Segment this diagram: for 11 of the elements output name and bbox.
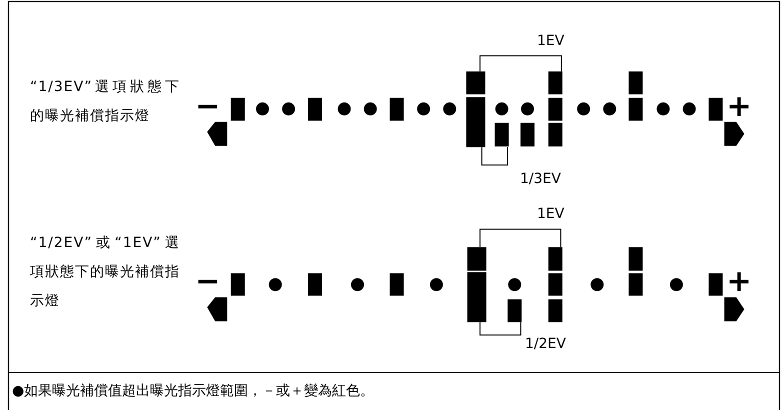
dimension-label: 1EV — [537, 32, 564, 51]
dimension-label: 1/3EV — [520, 170, 561, 189]
indicator-caption: “1/2EV”或“1EV”選項狀態下的曝光補償指示燈 — [30, 234, 180, 311]
indicator-caption: “1/3EV”選項狀態下的曝光補償指示燈 — [30, 78, 180, 126]
dimension-label: 1EV — [537, 205, 564, 224]
minus-sign: − — [195, 267, 220, 298]
plus-sign: + — [726, 92, 752, 122]
minus-sign: − — [195, 92, 220, 122]
plus-sign: + — [726, 267, 752, 298]
footnote: ●如果曝光補償值超出曝光指示燈範圍，－或＋變為紅色。 — [12, 382, 374, 401]
dimension-label: 1/2EV — [525, 335, 566, 354]
